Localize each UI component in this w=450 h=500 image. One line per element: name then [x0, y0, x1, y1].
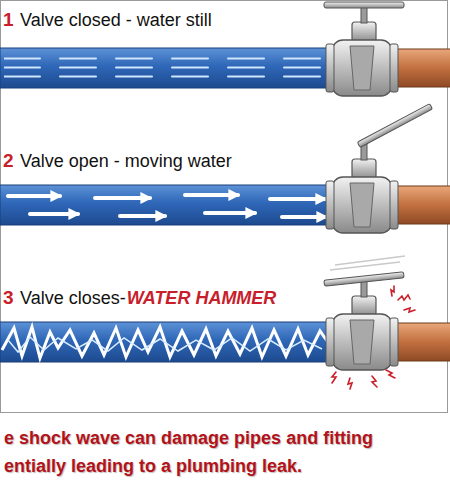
step-number: 1 — [3, 9, 14, 31]
step-number: 3 — [3, 287, 14, 309]
note-line: entially leading to a plumbing leak. — [4, 456, 302, 477]
step-number: 2 — [3, 150, 14, 172]
step-caption: Valve closes- — [20, 288, 126, 309]
note-line: e shock wave can damage pipes and fittin… — [4, 428, 373, 449]
warning-title: WATER HAMMER — [127, 288, 277, 309]
step-caption: Valve closed - water still — [20, 10, 212, 31]
step-caption: Valve open - moving water — [20, 151, 232, 172]
